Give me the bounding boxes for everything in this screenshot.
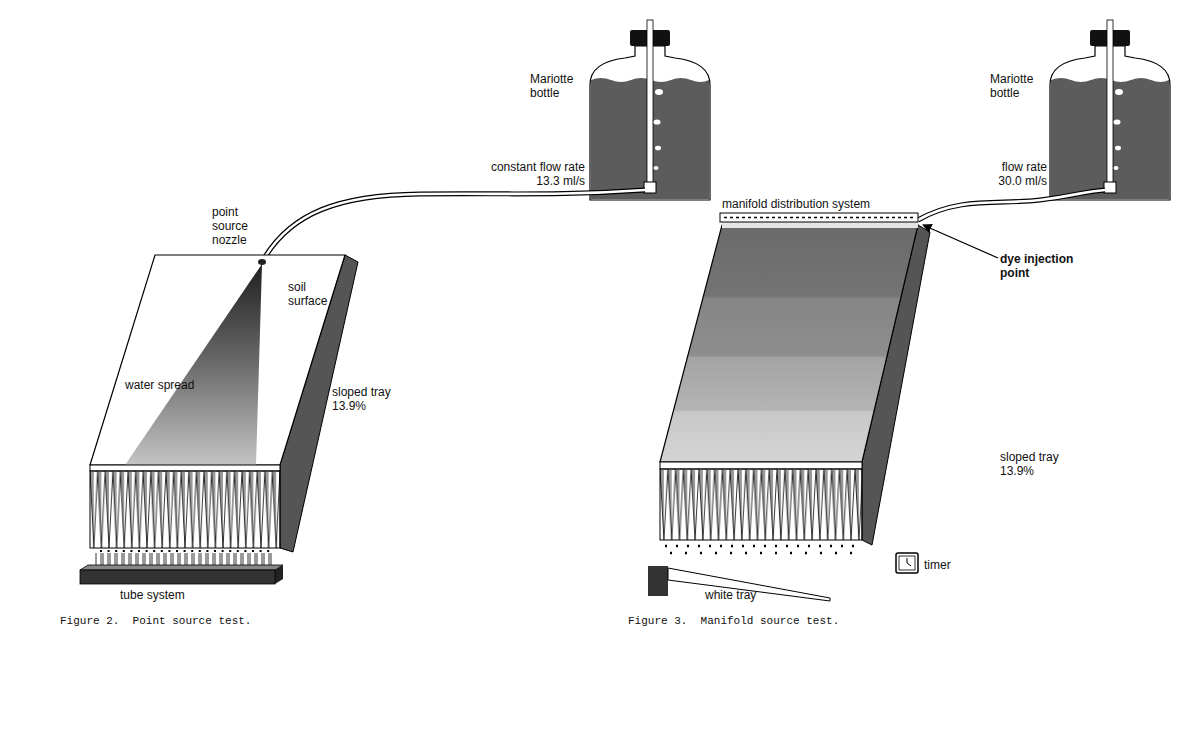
water-drops — [100, 550, 272, 552]
part-label: white tray — [705, 588, 756, 602]
collector-teeth — [660, 469, 862, 540]
surface-label: soil surface — [288, 280, 338, 308]
supply-pipe — [918, 190, 1105, 220]
air-bubble — [654, 119, 661, 124]
soil-surface — [90, 255, 345, 465]
air-bubble — [654, 166, 659, 170]
timer-symbol — [896, 553, 918, 573]
water-drops — [665, 545, 860, 548]
mariotte-bottle — [590, 20, 710, 200]
figure-caption: Figure 2. Point source test. — [60, 614, 251, 628]
manifold-bar — [720, 213, 918, 222]
dyed-soil-surface — [660, 225, 918, 462]
tube-rack-top — [80, 565, 283, 570]
part-label: sloped tray 13.9% — [332, 385, 406, 413]
timer-face — [899, 556, 915, 570]
tray-lip — [90, 465, 280, 471]
tray-support — [648, 566, 668, 596]
water-spread — [125, 264, 262, 465]
flow-rate-label: constant flow rate 13.3 ml/s — [470, 160, 585, 188]
leader-arrow — [923, 225, 998, 258]
part-label: water spread — [125, 378, 194, 392]
manifold-wetted-strip — [722, 222, 918, 228]
air-tube — [647, 20, 653, 184]
timer-hands — [907, 558, 911, 566]
collector-teeth — [90, 471, 280, 548]
part-label: timer — [924, 558, 951, 572]
air-bubble — [655, 146, 661, 151]
supply-pipe — [262, 190, 645, 262]
supply-pipe — [918, 190, 1105, 220]
white-tray — [668, 568, 830, 601]
part-label: Mariotte bottle — [530, 72, 588, 100]
point-nozzle — [258, 259, 266, 265]
tray-lip — [660, 462, 862, 469]
part-label: Mariotte bottle — [990, 72, 1048, 100]
part-label: sloped tray 13.9% — [1000, 450, 1074, 478]
mariotte-bottle — [1050, 20, 1170, 200]
air-bubble — [655, 89, 663, 95]
figure-caption: Figure 3. Manifold source test. — [628, 614, 839, 628]
part-label: manifold distribution system — [722, 197, 870, 211]
tube-rack-side — [275, 565, 283, 584]
part-label: tube system — [120, 588, 185, 602]
supply-pipe — [262, 190, 645, 262]
manifold-holes — [724, 217, 914, 219]
flow-rate-label: flow rate 30.0 ml/s — [975, 160, 1047, 188]
callout-label: dye injection point — [1000, 252, 1086, 280]
part-label: point source nozzle — [212, 205, 256, 247]
bottle-outlet — [644, 182, 656, 193]
tube-rack — [80, 570, 275, 584]
water-drops — [670, 552, 855, 555]
